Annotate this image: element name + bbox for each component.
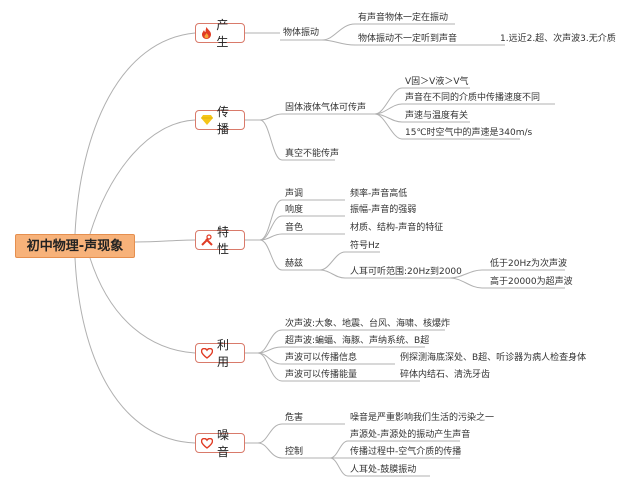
diamond-icon xyxy=(201,114,213,126)
node-energy-example[interactable]: 碎体内结石、清洗牙齿 xyxy=(400,370,491,380)
node-loudness[interactable]: 响度 xyxy=(285,205,304,215)
connector xyxy=(134,239,196,243)
node-control[interactable]: 控制 xyxy=(285,447,304,457)
node-vibration[interactable]: 物体振动 xyxy=(283,28,320,38)
node-pitch[interactable]: 声调 xyxy=(285,189,304,199)
node-control-ear[interactable]: 人耳处-鼓膜振动 xyxy=(350,465,417,475)
node-timbre[interactable]: 音色 xyxy=(285,223,304,233)
node-hz-symbol[interactable]: 符号Hz xyxy=(350,241,380,251)
branch-label: 利用 xyxy=(217,338,230,369)
heart-icon xyxy=(201,347,213,359)
branch-label: 产生 xyxy=(216,18,229,49)
node-ultrasound-def[interactable]: 高于20000为超声波 xyxy=(490,277,573,287)
node-loudness-desc[interactable]: 振幅-声音的强弱 xyxy=(350,205,417,215)
node-info[interactable]: 声波可以传播信息 xyxy=(285,353,358,363)
node-pitch-desc[interactable]: 频率-声音高低 xyxy=(350,189,408,199)
node-infrasound-def[interactable]: 低于20Hz为次声波 xyxy=(490,259,567,269)
node-control-source[interactable]: 声源处-声源处的振动产生声音 xyxy=(350,430,471,440)
node-ultrasound-use[interactable]: 超声波:蝙蝠、海豚、声纳系统、B超 xyxy=(285,336,430,346)
branch-label: 噪音 xyxy=(217,428,230,459)
node-timbre-desc[interactable]: 材质、结构-声音的特征 xyxy=(350,223,444,233)
branch-produce[interactable]: 产生 xyxy=(195,18,245,49)
branch-label: 传播 xyxy=(217,105,230,136)
node-info-example[interactable]: 例探测海底深处、B超、听诊器为病人检查身体 xyxy=(400,353,587,363)
tools-icon xyxy=(201,234,213,246)
node-harm-desc[interactable]: 噪音是严重影响我们生活的污染之一 xyxy=(350,413,495,423)
node-energy[interactable]: 声波可以传播能量 xyxy=(285,370,358,380)
branch-noise[interactable]: 噪音 xyxy=(195,428,245,459)
node-vacuum[interactable]: 真空不能传声 xyxy=(285,149,340,159)
central-topic[interactable]: 初中物理-声现象 xyxy=(15,234,135,258)
node-temp[interactable]: 声速与温度有关 xyxy=(405,111,469,121)
fire-icon xyxy=(201,27,212,39)
node-infrasound-use[interactable]: 次声波:大象、地震、台风、海啸、核爆炸 xyxy=(285,319,451,329)
branch-label: 特性 xyxy=(217,225,230,256)
node-sound-source[interactable]: 有声音物体一定在振动 xyxy=(358,13,449,23)
branch-application[interactable]: 利用 xyxy=(195,338,245,369)
connector xyxy=(74,32,196,235)
node-hz[interactable]: 赫兹 xyxy=(285,259,304,269)
connector xyxy=(89,119,196,235)
node-air-speed[interactable]: 15℃时空气中的声速是340m/s xyxy=(405,128,533,138)
node-reasons[interactable]: 1.远近2.超、次声波3.无介质 xyxy=(500,34,616,44)
node-media[interactable]: 固体液体气体可传声 xyxy=(285,103,367,113)
node-speed-order[interactable]: V固＞V液＞V气 xyxy=(405,77,469,87)
node-range[interactable]: 人耳可听范围:20Hz到2000 xyxy=(350,267,462,277)
connector xyxy=(74,257,196,444)
node-harm[interactable]: 危害 xyxy=(285,413,304,423)
node-control-path[interactable]: 传播过程中-空气介质的传播 xyxy=(350,447,462,457)
node-not-always-heard[interactable]: 物体振动不一定听到声音 xyxy=(358,34,458,44)
branch-characteristics[interactable]: 特性 xyxy=(195,225,245,256)
node-diff-media[interactable]: 声音在不同的介质中传播速度不同 xyxy=(405,93,541,103)
connector xyxy=(89,257,196,354)
branch-propagation[interactable]: 传播 xyxy=(195,105,245,136)
heart-icon xyxy=(201,437,213,449)
